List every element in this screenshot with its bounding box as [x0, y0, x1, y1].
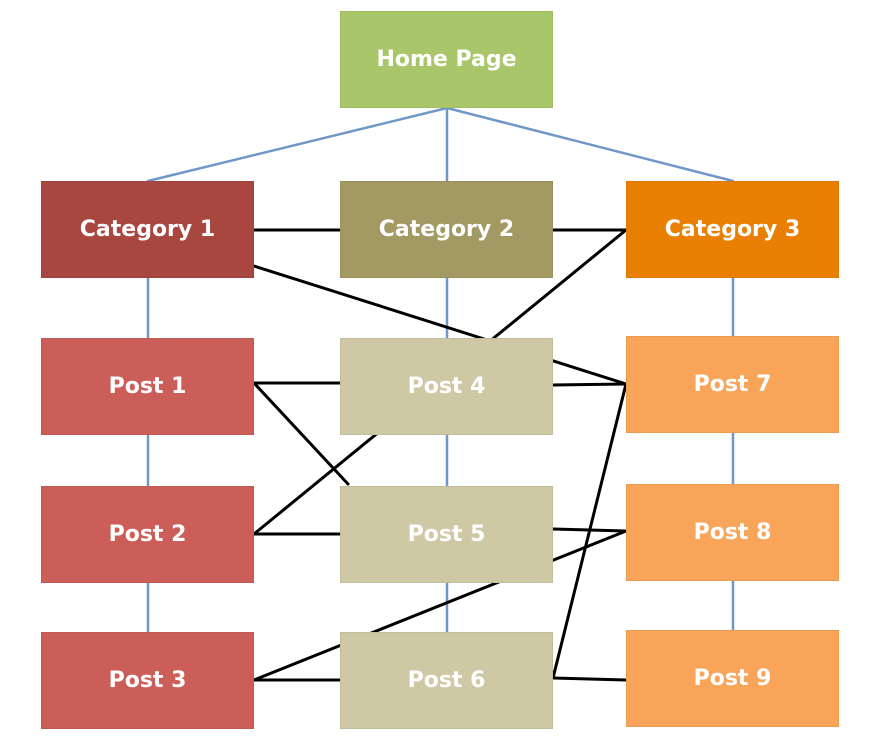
- node-post-7: Post 7: [626, 336, 839, 433]
- node-post-2: Post 2: [41, 486, 254, 583]
- node-home: Home Page: [340, 11, 553, 108]
- node-post-6: Post 6: [340, 632, 553, 729]
- node-post-4: Post 4: [340, 338, 553, 435]
- node-post-9: Post 9: [626, 630, 839, 727]
- node-label: Category 3: [664, 217, 801, 242]
- cross-link-post3-post8: [252, 529, 628, 682]
- node-label: Post 5: [407, 522, 486, 547]
- node-label: Category 1: [79, 217, 216, 242]
- node-category-2: Category 2: [340, 181, 553, 278]
- node-label: Post 8: [693, 520, 772, 545]
- node-post-5: Post 5: [340, 486, 553, 583]
- node-post-8: Post 8: [626, 484, 839, 581]
- node-label: Post 1: [108, 374, 187, 399]
- cross-link-post6-post7: [551, 382, 628, 680]
- node-label: Home Page: [376, 47, 517, 72]
- node-label: Post 3: [108, 668, 187, 693]
- node-label: Category 2: [378, 217, 515, 242]
- hierarchy-link-home-cat1: [146, 106, 449, 183]
- cross-link-post6-post9: [551, 676, 628, 682]
- cross-link-cat1-post7: [252, 264, 628, 386]
- node-post-3: Post 3: [41, 632, 254, 729]
- cross-link-post4-post7: [551, 382, 628, 387]
- hierarchy-link-home-cat3: [445, 106, 735, 183]
- node-label: Post 9: [693, 666, 772, 691]
- node-label: Post 6: [407, 668, 486, 693]
- cross-link-post1-post5: [252, 381, 350, 486]
- node-category-1: Category 1: [41, 181, 254, 278]
- node-post-1: Post 1: [41, 338, 254, 435]
- node-category-3: Category 3: [626, 181, 839, 278]
- node-label: Post 2: [108, 522, 187, 547]
- node-label: Post 4: [407, 374, 486, 399]
- node-label: Post 7: [693, 372, 772, 397]
